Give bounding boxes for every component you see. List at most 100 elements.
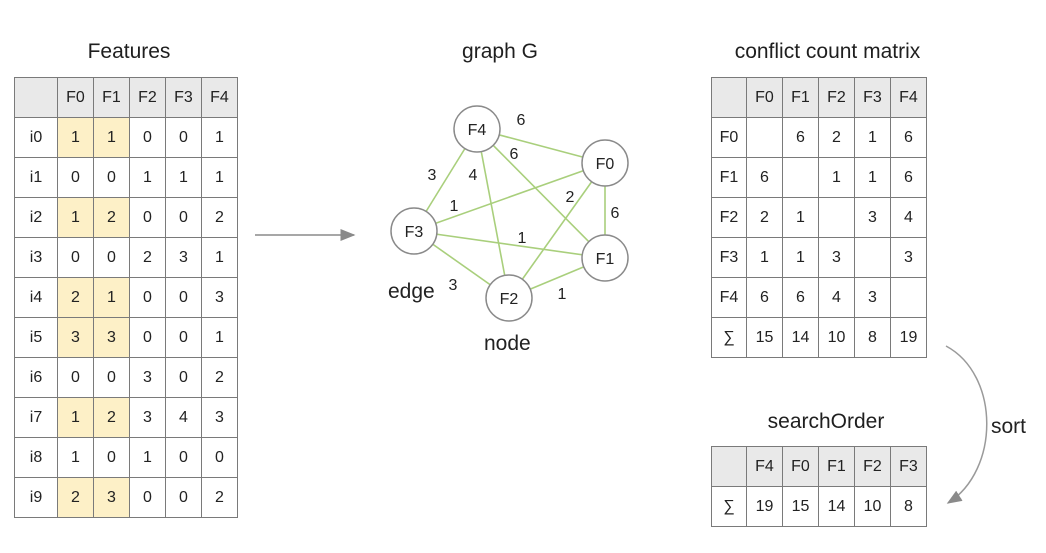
conflict-cell: 4 xyxy=(818,277,855,318)
conflict-cell: 15 xyxy=(746,317,783,358)
edge-weight-label: 6 xyxy=(517,112,526,129)
search_order-row-label: ∑ xyxy=(711,486,747,527)
conflict-row-label: F3 xyxy=(711,237,747,278)
conflict-row-label: F2 xyxy=(711,197,747,238)
edge-weight-label: 1 xyxy=(518,230,527,247)
features-cell: 1 xyxy=(93,117,130,158)
edge-weight-label: 3 xyxy=(449,277,458,294)
features-cell: 2 xyxy=(57,277,94,318)
node-label: node xyxy=(484,332,531,355)
search_order-column-header: F1 xyxy=(818,446,855,487)
features-cell: 1 xyxy=(129,157,166,198)
conflict-column-header xyxy=(711,77,747,118)
graph-node-label: F0 xyxy=(596,156,615,173)
features-cell: 1 xyxy=(57,397,94,438)
graph-node-label: F1 xyxy=(596,251,615,268)
features-cell: 1 xyxy=(201,157,238,198)
conflict-cell: 19 xyxy=(890,317,927,358)
conflict-row-label: ∑ xyxy=(711,317,747,358)
features-cell: 2 xyxy=(93,197,130,238)
features-cell: 0 xyxy=(165,317,202,358)
features-cell: 1 xyxy=(201,117,238,158)
features-cell: 4 xyxy=(165,397,202,438)
conflict-cell: 1 xyxy=(854,117,891,158)
conflict-row-label: F0 xyxy=(711,117,747,158)
search_order-cell: 14 xyxy=(818,486,855,527)
features-cell: 3 xyxy=(129,397,166,438)
graph-edge xyxy=(413,162,606,232)
graph-node-circle xyxy=(453,105,501,153)
conflict-row-label: F1 xyxy=(711,157,747,198)
features-row-label: i6 xyxy=(14,357,58,398)
features-cell: 0 xyxy=(165,197,202,238)
conflict-cell: 3 xyxy=(890,237,927,278)
sort-label: sort xyxy=(991,415,1026,438)
graph-node-label: F4 xyxy=(468,122,487,139)
edge-weight-label: 6 xyxy=(510,146,519,163)
edge-weight-label: 2 xyxy=(566,189,575,206)
features-cell: 0 xyxy=(165,117,202,158)
features-cell: 3 xyxy=(165,237,202,278)
edge-weight-label: 4 xyxy=(469,167,478,184)
features-cell: 3 xyxy=(57,317,94,358)
features-cell: 1 xyxy=(57,197,94,238)
features-cell: 0 xyxy=(93,437,130,478)
features-cell: 2 xyxy=(129,237,166,278)
edge-weight-label: 6 xyxy=(611,205,620,222)
conflict-cell: 8 xyxy=(854,317,891,358)
sort-arrow xyxy=(945,345,988,504)
features-row-label: i1 xyxy=(14,157,58,198)
features-row-label: i9 xyxy=(14,477,58,518)
conflict-column-header: F0 xyxy=(746,77,783,118)
conflict-column-header: F1 xyxy=(782,77,819,118)
features-cell: 3 xyxy=(93,317,130,358)
conflict-matrix-title: conflict count matrix xyxy=(734,40,921,63)
features-cell: 0 xyxy=(165,277,202,318)
edge-weight-label: 1 xyxy=(558,286,567,303)
graph-edge xyxy=(476,128,510,299)
search_order-cell: 8 xyxy=(890,486,927,527)
conflict-cell: 3 xyxy=(854,197,891,238)
features-row-label: i7 xyxy=(14,397,58,438)
conflict-column-header: F3 xyxy=(854,77,891,118)
graph-title: graph G xyxy=(462,40,538,63)
features-cell: 1 xyxy=(93,277,130,318)
features-cell: 3 xyxy=(93,477,130,518)
conflict-cell: 6 xyxy=(782,117,819,158)
conflict-cell: 6 xyxy=(746,157,783,198)
conflict-cell: 2 xyxy=(746,197,783,238)
features-cell: 0 xyxy=(165,437,202,478)
conflict-cell: 14 xyxy=(782,317,819,358)
conflict-cell: 1 xyxy=(746,237,783,278)
features-cell: 0 xyxy=(129,117,166,158)
features-cell: 1 xyxy=(129,437,166,478)
edge-weight-label: 3 xyxy=(428,167,437,184)
search_order-cell: 19 xyxy=(746,486,783,527)
features-cell: 2 xyxy=(93,397,130,438)
features-cell: 2 xyxy=(57,477,94,518)
conflict-cell xyxy=(854,237,891,278)
conflict-column-header: F2 xyxy=(818,77,855,118)
graph-edge xyxy=(413,230,606,259)
search_order-cell: 10 xyxy=(854,486,891,527)
features-row-label: i0 xyxy=(14,117,58,158)
